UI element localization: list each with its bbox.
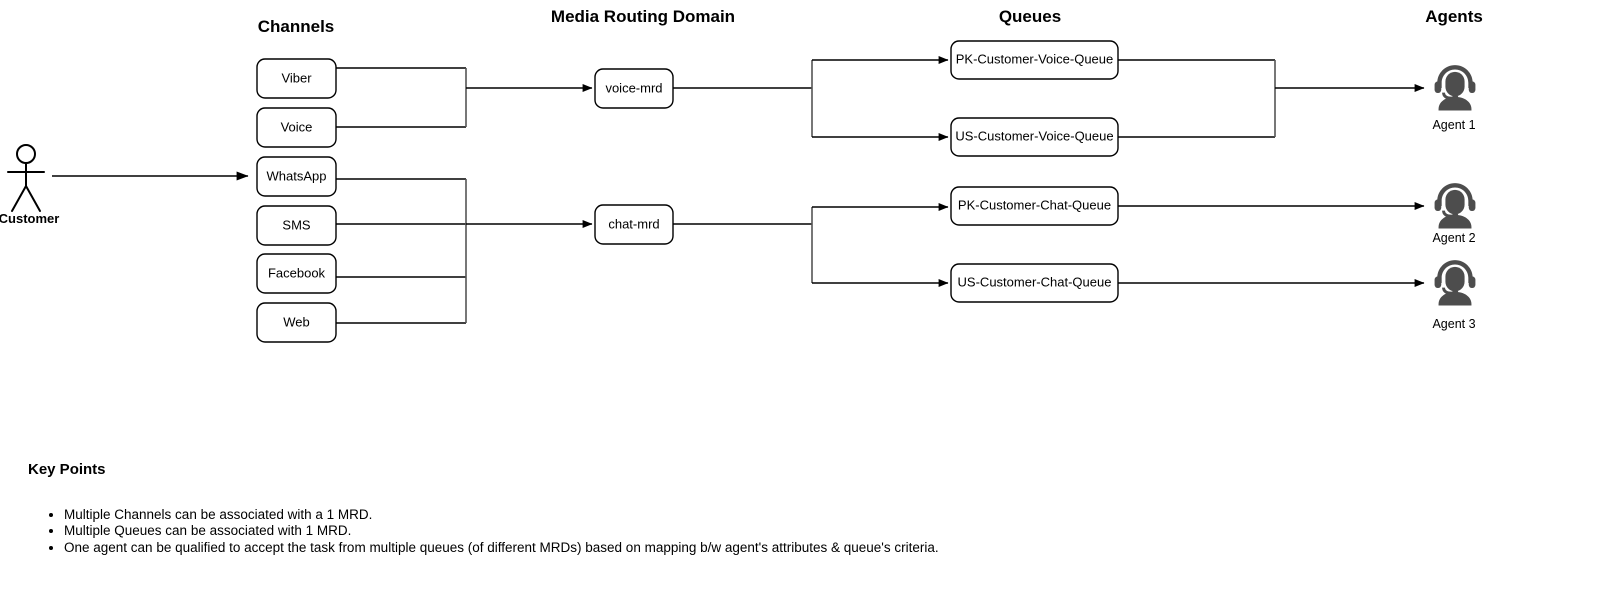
queue-node-pk-customer-chat-queue[interactable]: PK-Customer-Chat-Queue bbox=[950, 186, 1119, 226]
channel-node-web[interactable]: Web bbox=[256, 302, 337, 343]
column-header-queues: Queues bbox=[999, 7, 1061, 26]
key-point-item: Multiple Queues can be associated with 1… bbox=[64, 523, 939, 539]
channel-label: WhatsApp bbox=[267, 168, 327, 183]
queue-node-pk-customer-voice-queue[interactable]: PK-Customer-Voice-Queue bbox=[950, 40, 1119, 80]
edge-group-voice-mrd-to-queues bbox=[673, 56, 949, 141]
queue-node-us-customer-voice-queue[interactable]: US-Customer-Voice-Queue bbox=[950, 117, 1119, 157]
channel-node-sms[interactable]: SMS bbox=[256, 205, 337, 246]
column-header-channels: Channels bbox=[258, 17, 335, 36]
customer-label: Customer bbox=[0, 211, 59, 226]
channel-label: Web bbox=[283, 314, 310, 329]
agent-node-2[interactable]: Agent 2 bbox=[1432, 183, 1476, 245]
channel-label: Viber bbox=[281, 70, 312, 85]
edge-group-channels-to-chat-mrd bbox=[336, 178, 593, 324]
mrd-node-chat-mrd[interactable]: chat-mrd bbox=[594, 204, 674, 245]
channel-label: Voice bbox=[281, 119, 313, 134]
key-point-item: One agent can be qualified to accept the… bbox=[64, 540, 939, 556]
queue-label: PK-Customer-Chat-Queue bbox=[958, 197, 1111, 212]
mrd-label: voice-mrd bbox=[605, 80, 662, 95]
column-header-agents: Agents bbox=[1425, 7, 1483, 26]
channel-label: SMS bbox=[282, 217, 311, 232]
stick-figure-person-icon bbox=[7, 144, 45, 212]
agent-node-3[interactable]: Agent 3 bbox=[1432, 260, 1476, 331]
queue-label: US-Customer-Chat-Queue bbox=[958, 274, 1112, 289]
agent-label: Agent 1 bbox=[1432, 118, 1475, 132]
mrd-node-voice-mrd[interactable]: voice-mrd bbox=[594, 68, 674, 109]
queue-label: PK-Customer-Voice-Queue bbox=[956, 51, 1114, 66]
agent-label: Agent 2 bbox=[1432, 231, 1475, 245]
queue-label: US-Customer-Voice-Queue bbox=[955, 128, 1113, 143]
edge-group-voice-queues-to-agent-1 bbox=[1118, 59, 1425, 138]
channel-label: Facebook bbox=[268, 265, 326, 280]
mrd-label: chat-mrd bbox=[608, 216, 659, 231]
channel-node-voice[interactable]: Voice bbox=[256, 107, 337, 148]
column-header-media-routing-domain: Media Routing Domain bbox=[551, 7, 735, 26]
customer-actor: Customer bbox=[0, 144, 59, 226]
headset-agent-icon bbox=[1434, 65, 1476, 111]
channel-node-viber[interactable]: Viber bbox=[256, 58, 337, 99]
headset-agent-icon bbox=[1434, 260, 1476, 306]
key-points-title: Key Points bbox=[28, 461, 106, 478]
channel-node-facebook[interactable]: Facebook bbox=[256, 253, 337, 294]
agent-label: Agent 3 bbox=[1432, 317, 1475, 331]
queue-node-us-customer-chat-queue[interactable]: US-Customer-Chat-Queue bbox=[950, 263, 1119, 303]
key-point-item: Multiple Channels can be associated with… bbox=[64, 507, 939, 523]
headset-agent-icon bbox=[1434, 183, 1476, 229]
channel-node-whatsapp[interactable]: WhatsApp bbox=[256, 156, 337, 197]
key-points-list: Multiple Channels can be associated with… bbox=[34, 507, 939, 556]
agent-node-1[interactable]: Agent 1 bbox=[1432, 65, 1476, 132]
edge-group-channels-to-voice-mrd bbox=[336, 67, 593, 128]
edge-group-chat-mrd-to-queues bbox=[673, 203, 949, 287]
